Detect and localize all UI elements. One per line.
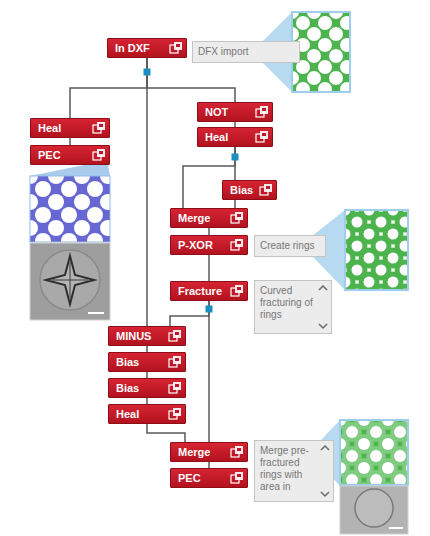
layout-preview [292,12,350,92]
callout-note: DFX import [192,41,300,63]
connector [146,58,148,326]
operation-label: PEC [178,472,201,485]
node-icon [255,105,269,119]
operation-box: Bias [108,378,186,398]
sem-star [46,256,94,304]
zoom-wedge [30,165,110,176]
operation-label: Fracture [178,285,222,298]
operation-label: Heal [38,122,61,135]
operation-label: MINUS [116,330,151,343]
operation-box: Merge [170,442,248,462]
sem-image [340,486,408,534]
operation-box: In DXF [107,38,187,58]
connector [147,424,185,442]
node-icon [230,211,244,225]
operation-label: Heal [116,408,139,421]
operation-label: NOT [205,106,228,119]
node-icon [168,381,182,395]
connector [208,301,210,442]
connector [208,255,210,281]
callout-note: Merge pre-fractured rings with area in [254,440,334,502]
layout-preview [345,210,408,290]
node-icon [255,130,269,144]
operation-label: In DXF [115,42,150,55]
connector [147,58,235,102]
operation-label: Heal [205,131,228,144]
node-icon [230,238,244,252]
layout-preview [340,420,408,485]
operation-box: MINUS [108,326,186,346]
junction-dot [206,306,213,313]
connector [69,138,71,145]
operation-box: Heal [108,404,186,424]
sem-hole [355,489,393,527]
node-icon [259,183,273,197]
node-icon [92,148,106,162]
operation-label: Bias [116,356,139,369]
operation-box: Fracture [170,281,248,301]
junction-dot [144,69,151,76]
connector [70,58,147,118]
operation-box: P-XOR [170,235,248,255]
junction-dot [232,154,239,161]
scale-bar [389,527,403,529]
note-text: Create rings [260,240,320,252]
note-text: Merge pre-fractured rings with area in [260,445,316,493]
node-icon [168,355,182,369]
layout-preview [30,176,110,242]
node-icon [168,329,182,343]
operation-box: NOT [197,102,273,122]
connector [208,228,210,235]
node-icon [230,471,244,485]
scroll-arrows [317,283,329,331]
sem-hole [40,250,100,310]
scroll-arrows [319,443,331,499]
node-icon [230,445,244,459]
sem-star-lines [52,262,88,298]
operation-box: Heal [30,118,110,138]
operation-box: PEC [30,145,110,165]
node-icon [92,121,106,135]
node-icon [168,407,182,421]
operation-label: PEC [38,149,61,162]
connector [170,301,209,326]
node-icon [169,41,183,55]
operation-label: P-XOR [178,239,213,252]
operation-box: Heal [197,127,273,147]
operation-box: PEC [170,468,248,488]
note-text: DFX import [198,46,294,58]
operation-box: Bias [222,180,277,200]
operation-label: Merge [178,446,210,459]
callout-note: Create rings [254,235,326,257]
operation-label: Merge [178,212,210,225]
operation-box: Merge [170,208,248,228]
connector [234,200,236,208]
operation-label: Bias [116,382,139,395]
scale-bar [88,312,104,314]
operation-label: Bias [230,184,253,197]
callout-note: Curved fracturing of rings [254,280,332,334]
sem-image [30,243,110,320]
operation-box: Bias [108,352,186,372]
note-text: Curved fracturing of rings [260,285,314,321]
node-icon [230,284,244,298]
